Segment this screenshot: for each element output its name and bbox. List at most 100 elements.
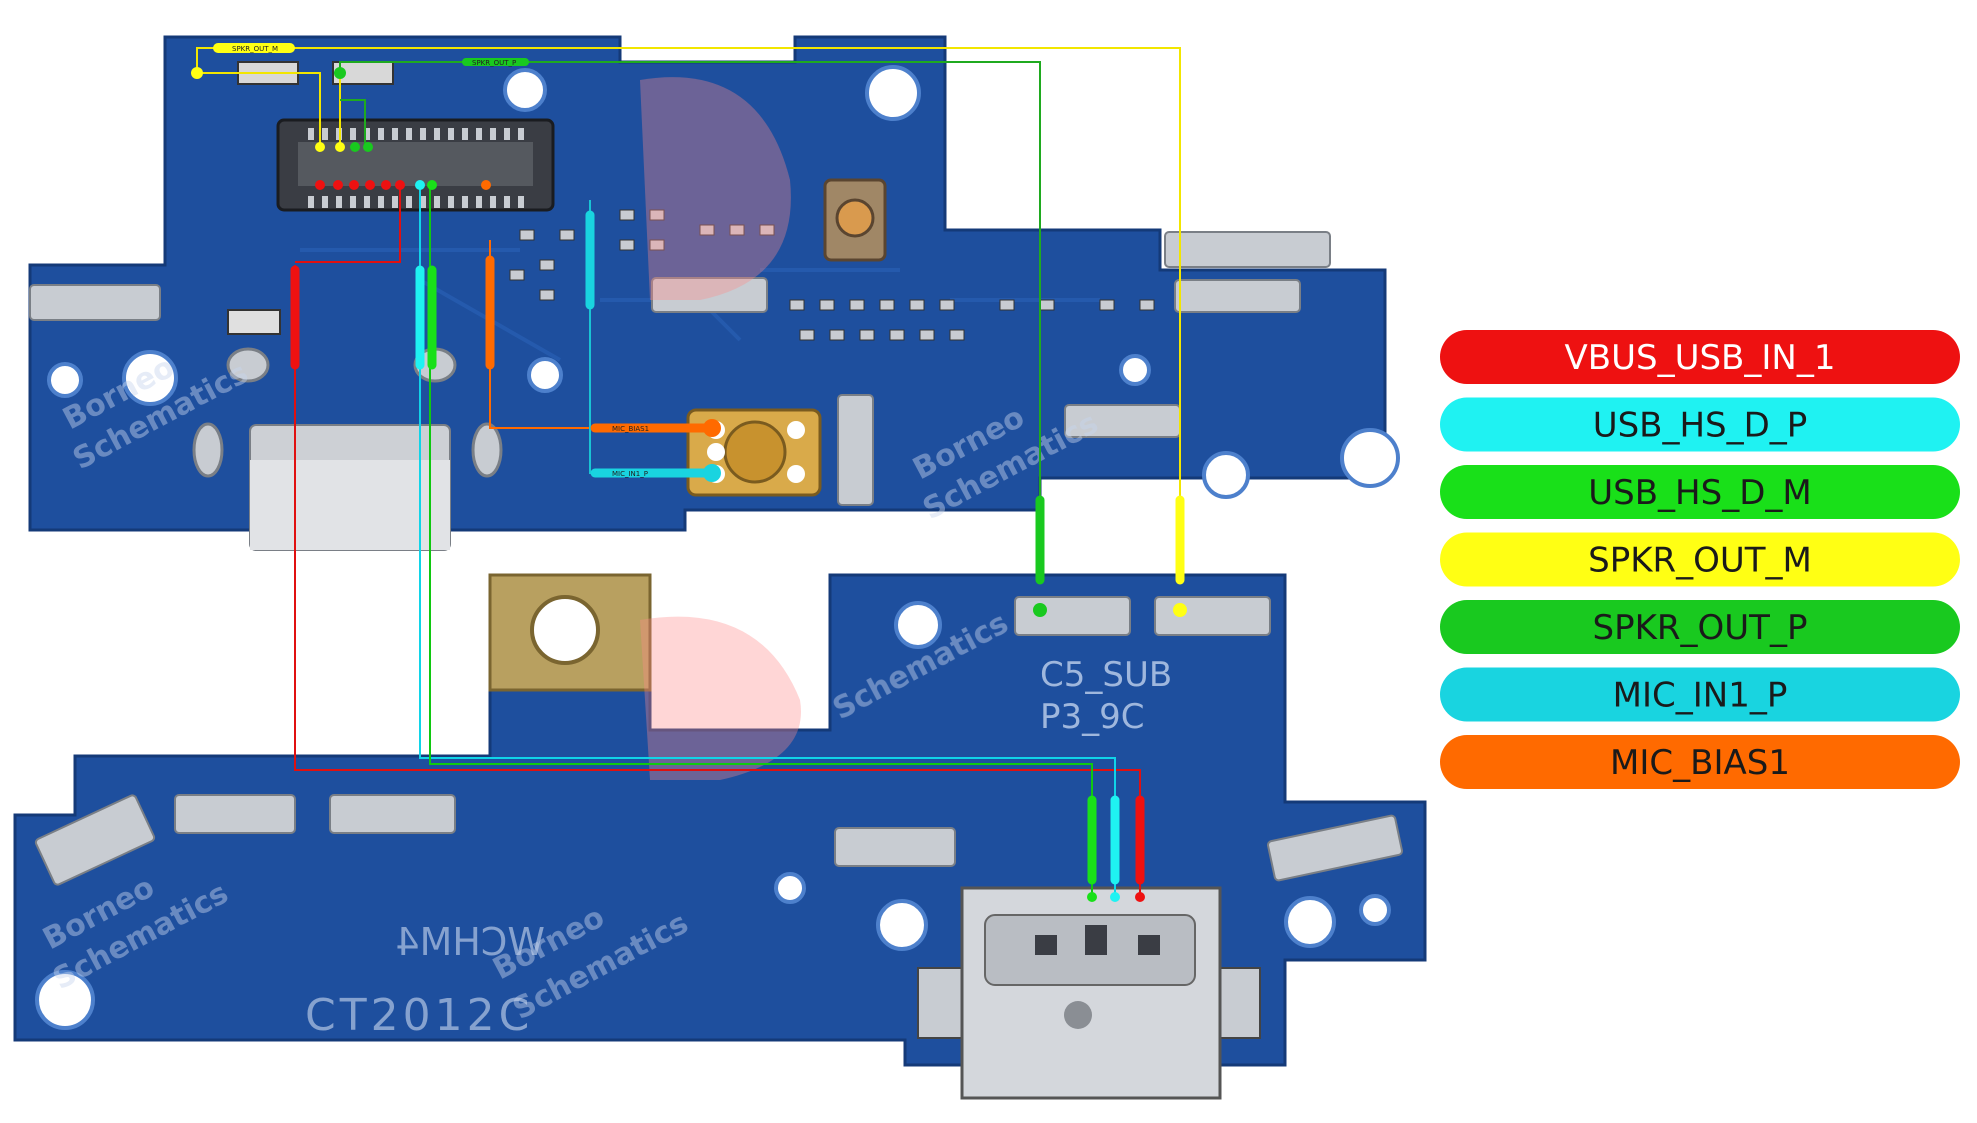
- usb-shield-top: [250, 460, 450, 550]
- metal-contact: [1154, 596, 1271, 636]
- metal-contact: [174, 794, 296, 834]
- legend-label: MIC_IN1_P: [1613, 676, 1788, 716]
- legend-label: MIC_BIAS1: [1610, 743, 1790, 783]
- mic-bracket-hole: [530, 595, 600, 665]
- legend-swatch: [1440, 465, 1960, 519]
- connector-pin: [462, 128, 468, 140]
- smd-component: [649, 209, 665, 221]
- mic-pad: [707, 443, 725, 461]
- solder-pad: [471, 422, 503, 478]
- legend-label: USB_HS_D_P: [1593, 406, 1808, 446]
- connector-pin: [434, 196, 440, 208]
- legend-item: USB_HS_D_P: [1440, 397, 1960, 452]
- spkr-p-dot: [1033, 603, 1047, 617]
- smd-component: [649, 239, 665, 251]
- connector-pin: [476, 128, 482, 140]
- smd-component: [509, 269, 525, 281]
- legend-item: SPKR_OUT_M: [1440, 532, 1960, 587]
- smd-component: [949, 329, 965, 341]
- mount-hole: [35, 970, 95, 1030]
- mount-hole: [865, 65, 921, 121]
- mount-hole: [122, 350, 178, 406]
- usb-port-ear: [917, 967, 969, 1039]
- metal-contact: [837, 394, 874, 506]
- usb-pin: [1138, 935, 1160, 955]
- legend-item: MIC_IN1_P: [1440, 667, 1960, 722]
- metal-contact: [1164, 231, 1331, 268]
- connector-pin: [504, 128, 510, 140]
- top-board: [28, 35, 1400, 551]
- legend-label: USB_HS_D_M: [1588, 473, 1811, 513]
- pin-dot-vbus: [315, 180, 325, 190]
- metal-contact: [1174, 279, 1301, 313]
- smd-components: [509, 209, 1155, 341]
- tag-label-mic-bias: MIC_BIAS1: [612, 425, 649, 433]
- mount-hole: [876, 899, 928, 951]
- net-tags: SPKR_OUT_M SPKR_OUT_P MIC_BIAS1 MIC_IN1_…: [191, 43, 1187, 902]
- vbus-dot: [1135, 892, 1145, 902]
- connector-pin: [336, 196, 342, 208]
- mount-hole: [503, 68, 547, 112]
- smd-component: [539, 289, 555, 301]
- connector-pin: [490, 128, 496, 140]
- pin-dot-spkr: [363, 142, 373, 152]
- usb-screw: [1064, 1001, 1092, 1029]
- pin-dot-usb: [415, 180, 425, 190]
- tag-label-spkr-out-m: SPKR_OUT_M: [232, 45, 278, 53]
- pin-dot-vbus: [333, 180, 343, 190]
- pin-dot-pad: [334, 67, 346, 79]
- usb-dm-dot: [1087, 892, 1097, 902]
- connector-pin: [518, 196, 524, 208]
- metal-contact: [34, 794, 156, 886]
- mic-pad: [787, 465, 805, 483]
- mount-hole: [47, 362, 83, 398]
- spkr-m-dot: [1173, 603, 1187, 617]
- metal-contact: [329, 794, 456, 834]
- connector-pin: [518, 128, 524, 140]
- smd-component: [1039, 299, 1055, 311]
- smd-component: [619, 209, 635, 221]
- pin-dot-vbus: [381, 180, 391, 190]
- mount-hole: [1284, 896, 1336, 948]
- silkscreen: C5_SUB P3_9C WCHM4 CT2012C: [305, 655, 1172, 1041]
- metal-contact: [1267, 814, 1403, 882]
- watermark-logo: [640, 77, 801, 780]
- tag-label-spkr-out-p: SPKR_OUT_P: [472, 59, 516, 67]
- connector-pin: [308, 196, 314, 208]
- legend-item: VBUS_USB_IN_1: [1440, 330, 1960, 384]
- connector-pin: [350, 128, 356, 140]
- pin-dot-spkr: [335, 142, 345, 152]
- connector-pin: [434, 128, 440, 140]
- smd-component: [519, 229, 535, 241]
- metal-contact: [651, 277, 768, 313]
- connector-pin: [308, 128, 314, 140]
- smd-component: [879, 299, 895, 311]
- microphone-port: [723, 420, 787, 484]
- pin-dot-spkr: [315, 142, 325, 152]
- connector-pin: [462, 196, 468, 208]
- solder-pad: [226, 347, 270, 383]
- date-code: CT2012C: [305, 990, 533, 1041]
- smd-component: [849, 299, 865, 311]
- mount-hole: [1119, 354, 1151, 386]
- metal-contact: [1014, 596, 1131, 636]
- connector-pin: [392, 128, 398, 140]
- pin-dot-vbus: [349, 180, 359, 190]
- mic-pad: [787, 421, 805, 439]
- pin-dot-vbus: [365, 180, 375, 190]
- legend-item: SPKR_OUT_P: [1440, 600, 1960, 654]
- smd-component: [999, 299, 1015, 311]
- connector-pin: [364, 196, 370, 208]
- smd-component: [559, 229, 575, 241]
- connector-pin: [476, 196, 482, 208]
- pin-dot-vbus: [395, 180, 405, 190]
- board-sub-name: C5_SUB: [1040, 655, 1172, 695]
- connector-pin: [364, 128, 370, 140]
- legend-label: SPKR_OUT_P: [1593, 608, 1808, 648]
- mount-hole: [894, 601, 942, 649]
- smd-component: [859, 329, 875, 341]
- pin-dot-mic: [481, 180, 491, 190]
- smd-component: [699, 224, 715, 236]
- resistor: [227, 309, 281, 335]
